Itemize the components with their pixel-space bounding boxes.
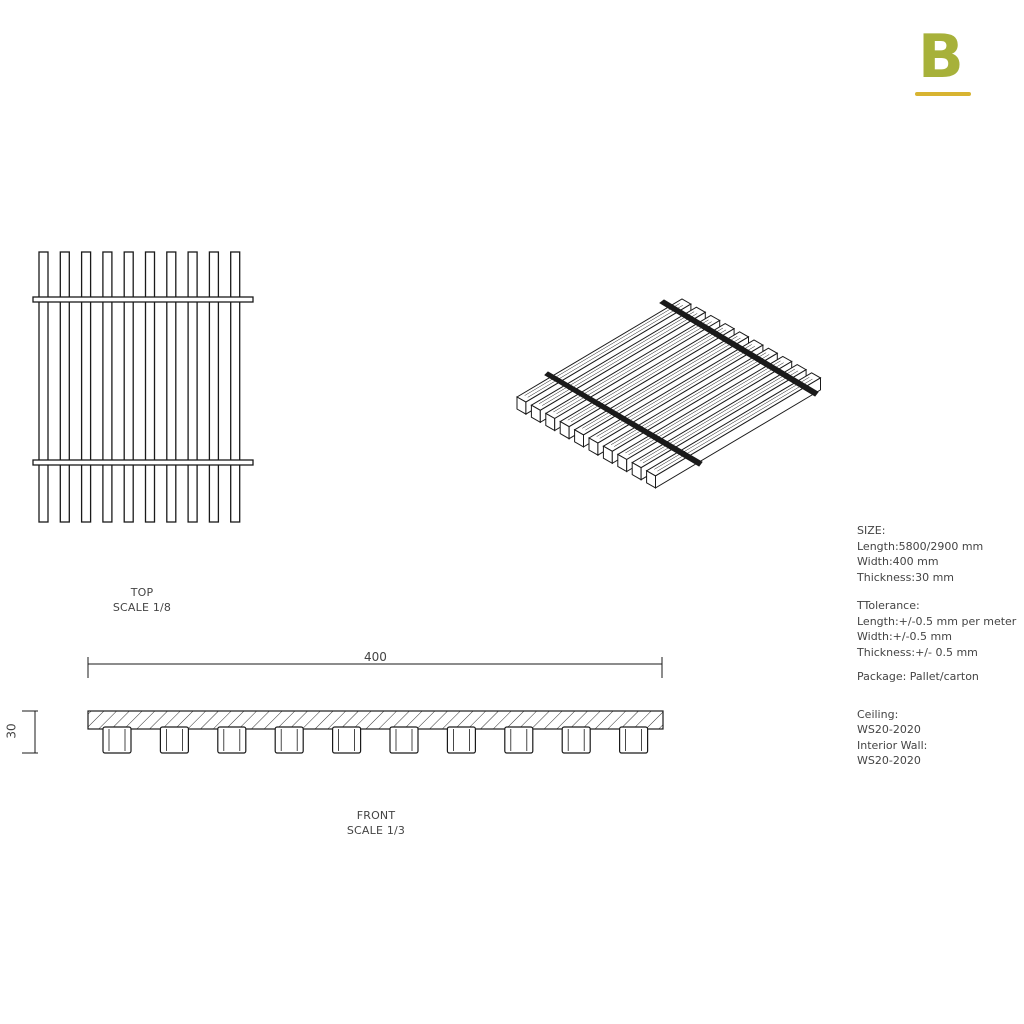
iso-slat-grain	[524, 303, 680, 396]
front-slat	[561, 726, 591, 754]
thickness-dimension-label: 30	[4, 723, 19, 739]
logo-letter: B	[918, 22, 964, 92]
iso-slat-grain	[570, 329, 727, 423]
size-thickness: Thickness:30 mm	[857, 570, 954, 584]
iso-crossbar-front	[544, 371, 703, 467]
front-slat	[217, 726, 247, 754]
width-dimension-label: 400	[364, 650, 387, 664]
isometric-view	[516, 298, 822, 489]
ceiling-code: WS20-2020	[857, 723, 921, 736]
top-view-scale: SCALE 1/8	[112, 601, 172, 614]
brand-logo: B	[912, 22, 974, 100]
iso-crossbar-back	[659, 299, 819, 397]
front-slat	[332, 726, 362, 754]
top-slat	[80, 251, 92, 523]
tolerance-width: Width:+/-0.5 mm	[857, 630, 952, 643]
package-info: Package: Pallet/carton	[857, 670, 979, 683]
front-slat	[389, 726, 419, 754]
top-slat	[230, 251, 241, 523]
top-slat	[102, 251, 113, 523]
front-view-caption: FRONT SCALE 1/3	[326, 808, 426, 838]
iso-slat-grain	[582, 336, 738, 429]
tolerance-heading: TTolerance:	[857, 599, 920, 612]
front-view-scale: SCALE 1/3	[346, 824, 406, 837]
size-heading: SIZE:	[857, 524, 886, 537]
iso-slat-grain	[567, 327, 724, 421]
top-view-title: TOP	[130, 586, 154, 599]
front-slat	[102, 726, 132, 754]
logo-underline	[915, 92, 971, 96]
size-length: Length:5800/2900 mm	[857, 539, 984, 553]
top-crossbar-upper	[32, 296, 254, 303]
top-slat	[38, 251, 49, 523]
size-width: Width:400 mm	[857, 555, 939, 568]
wall-code: WS20-2020	[857, 754, 921, 767]
top-slat	[144, 251, 156, 523]
top-crossbar-lower	[32, 459, 254, 466]
front-slat	[159, 726, 189, 754]
front-slat	[446, 726, 476, 754]
specifications: SIZE: Length:5800/2900 mm Width:400 mm T…	[857, 523, 1016, 769]
top-view-caption: TOP SCALE 1/8	[92, 585, 192, 615]
iso-slat-grain	[585, 337, 741, 431]
tolerance-thickness: Thickness:+/- 0.5 mm	[857, 645, 978, 659]
top-view	[32, 251, 254, 523]
front-slat	[274, 726, 304, 754]
top-slat	[123, 251, 134, 523]
top-slat	[208, 251, 220, 523]
tolerance-length: Length:+/-0.5 mm per meter	[857, 614, 1017, 628]
front-view	[22, 657, 664, 754]
iso-slat-grain	[538, 311, 695, 405]
wall-heading: Interior Wall:	[857, 738, 928, 752]
top-slat	[187, 251, 198, 523]
top-slat	[59, 251, 70, 523]
front-slat	[504, 726, 534, 754]
iso-slat-grain	[527, 305, 683, 398]
iso-slat-grain	[553, 319, 709, 413]
ceiling-heading: Ceiling:	[857, 707, 899, 721]
front-view-title: FRONT	[356, 809, 396, 822]
front-slat	[618, 726, 649, 754]
iso-slat-grain	[556, 321, 712, 414]
iso-slat-grain	[542, 313, 698, 406]
backing-section	[87, 710, 664, 730]
top-slat	[166, 251, 177, 523]
